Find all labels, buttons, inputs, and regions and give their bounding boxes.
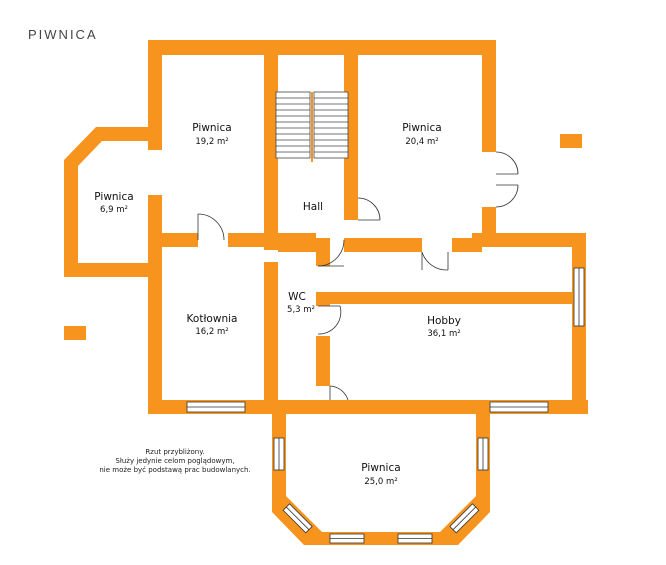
window-piwnica-25-bottom-2 xyxy=(397,533,433,544)
room-area: 19,2 m² xyxy=(195,137,228,147)
room-hobby: Hobby 36,1 m² xyxy=(427,315,461,339)
room-name: Hall xyxy=(303,201,323,213)
room-piwnica-19: Piwnica 19,2 m² xyxy=(192,122,231,147)
door-exterior xyxy=(495,151,519,208)
room-name: Kotłownia xyxy=(187,313,238,325)
door-piwnica-19 xyxy=(197,213,225,241)
window-piwnica-25-right xyxy=(477,437,489,471)
windows xyxy=(186,267,585,544)
room-piwnica-25: Piwnica 25,0 m² xyxy=(361,462,400,487)
door-hobby-top-right xyxy=(421,251,449,271)
door-wc xyxy=(317,305,342,335)
doors xyxy=(197,151,519,401)
door-hobby-bottom xyxy=(329,385,349,401)
window-hobby-bottom xyxy=(489,401,549,413)
room-piwnica-6: Piwnica 6,9 m² xyxy=(94,191,133,215)
note-line-1: Rzut przybliżony. xyxy=(145,448,204,456)
room-area: 25,0 m² xyxy=(364,477,397,487)
window-piwnica-25-bottom-1 xyxy=(329,533,365,544)
room-name: Hobby xyxy=(427,315,461,327)
disclaimer-note: Rzut przybliżony. Służy jedynie celom po… xyxy=(99,448,250,474)
window-kotlownia xyxy=(186,401,246,413)
room-name: Piwnica xyxy=(94,191,133,203)
plan-title: PIWNICA xyxy=(28,27,98,42)
room-area: 20,4 m² xyxy=(405,137,438,147)
note-line-3: nie może być podstawą prac budowlanych. xyxy=(99,466,250,474)
window-piwnica-25-left xyxy=(273,437,285,471)
room-area: 36,1 m² xyxy=(427,329,460,339)
window-piwnica-25-diag-left xyxy=(282,503,313,534)
room-piwnica-20: Piwnica 20,4 m² xyxy=(402,122,441,147)
room-area: 6,9 m² xyxy=(100,205,128,215)
room-name: WC xyxy=(288,291,306,303)
room-kotlownia: Kotłownia 16,2 m² xyxy=(187,313,238,337)
window-hobby-right xyxy=(573,267,585,327)
door-hall-stairs xyxy=(357,197,381,221)
stairs xyxy=(275,91,349,162)
note-line-2: Służy jedynie celom poglądowym, xyxy=(115,457,234,465)
room-area: 16,2 m² xyxy=(195,327,228,337)
window-piwnica-25-diag-right xyxy=(449,503,480,534)
room-wc: WC 5,3 m² xyxy=(287,291,315,315)
room-name: Piwnica xyxy=(192,122,231,134)
room-area: 5,3 m² xyxy=(287,305,315,315)
room-name: Piwnica xyxy=(402,122,441,134)
room-hall: Hall xyxy=(303,201,323,213)
door-hobby-top-left xyxy=(317,239,345,267)
room-name: Piwnica xyxy=(361,462,400,474)
